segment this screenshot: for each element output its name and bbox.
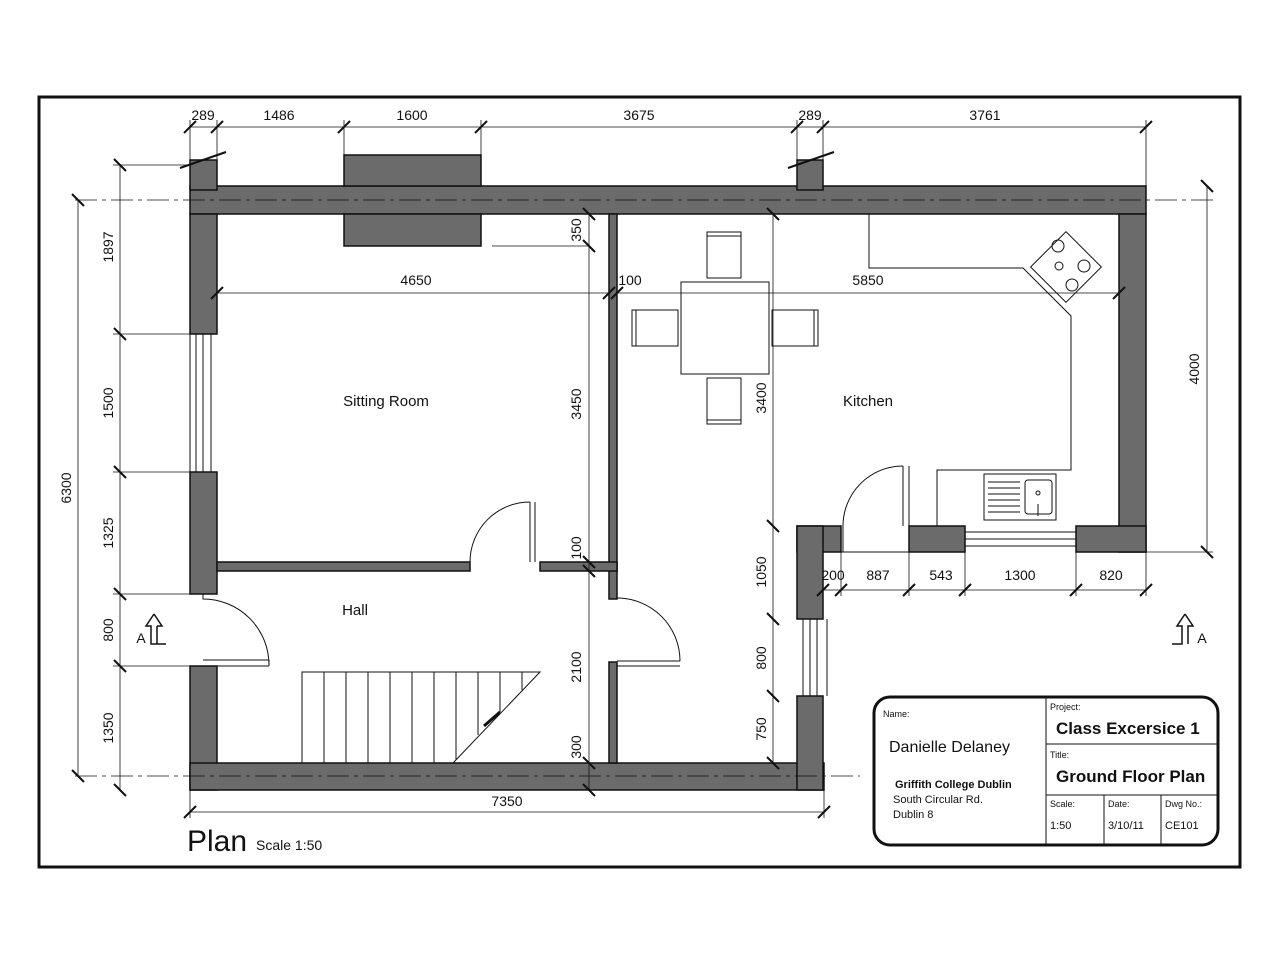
sink-icon	[983, 473, 1057, 521]
dim-kitchen-depth: 3400	[753, 382, 769, 413]
dim-left-2: 1500	[100, 387, 116, 418]
sheet-border	[37, 95, 1242, 869]
tb-title: Ground Floor Plan	[1056, 767, 1205, 786]
dim-top-1: 289	[191, 107, 215, 123]
dim-rear-wall: 300	[568, 735, 584, 759]
tb-address-1: South Circular Rd.	[893, 794, 983, 806]
section-marker-right	[1172, 613, 1195, 645]
tb-dwg-label: Dwg No.:	[1165, 799, 1202, 809]
dim-top-2: 1486	[263, 107, 294, 123]
doors	[202, 465, 910, 667]
tb-title-label: Title:	[1050, 750, 1069, 760]
section-label-left: A	[136, 630, 146, 646]
staircase	[301, 671, 542, 764]
room-label-kitchen: Kitchen	[843, 393, 893, 410]
dim-right-overall: 4000	[1186, 353, 1202, 384]
dim-top-6: 3761	[969, 107, 1000, 123]
dim-kb-5: 820	[1099, 567, 1123, 583]
dim-hall-depth: 2100	[568, 651, 584, 682]
dim-top-5: 289	[798, 107, 822, 123]
tb-project: Class Excersice 1	[1056, 719, 1200, 738]
dim-rear-750: 750	[753, 717, 769, 741]
dim-kb-3: 543	[929, 567, 953, 583]
dimension-lines	[71, 120, 1215, 819]
dim-top-4: 3675	[623, 107, 654, 123]
dim-partition: 100	[618, 272, 642, 288]
title-block: Name: Danielle Delaney Griffith College …	[872, 695, 1220, 847]
dim-kb-4: 1300	[1004, 567, 1035, 583]
hob-icon	[1029, 230, 1103, 304]
dim-top-3: 1600	[396, 107, 427, 123]
plan-title: Plan	[187, 825, 247, 858]
tb-name-label: Name:	[883, 709, 910, 719]
dim-left-4: 800	[100, 618, 116, 642]
plan-scale: Scale 1:50	[256, 837, 322, 853]
section-marker-left	[144, 613, 166, 645]
tb-address-2: Dublin 8	[893, 809, 933, 821]
section-label-right: A	[1197, 630, 1207, 646]
dimension-labels: 289 1486 1600 3675 289 3761 1897 1500 13…	[58, 107, 1202, 809]
tb-date-label: Date:	[1108, 799, 1130, 809]
room-label-hall: Hall	[342, 602, 368, 619]
tb-project-label: Project:	[1050, 702, 1081, 712]
tb-name: Danielle Delaney	[889, 739, 1010, 756]
walls	[189, 154, 1147, 791]
dim-kb-1: 200	[821, 567, 845, 583]
tb-college: Griffith College Dublin	[895, 779, 1012, 791]
tb-scale-label: Scale:	[1050, 799, 1075, 809]
windows	[189, 333, 1077, 697]
dim-bottom-overall: 7350	[491, 793, 522, 809]
dim-chimney-depth: 350	[568, 218, 584, 242]
dim-kitchen-width: 5850	[852, 272, 883, 288]
dim-kb-2: 887	[866, 567, 890, 583]
dim-sitting-width: 4650	[400, 272, 431, 288]
dim-sitting-depth: 3450	[568, 388, 584, 419]
dim-left-5: 1350	[100, 712, 116, 743]
dim-left-1: 1897	[100, 231, 116, 262]
kitchen-fittings	[631, 214, 1103, 526]
dim-left-3: 1325	[100, 517, 116, 548]
tb-scale: 1:50	[1050, 820, 1071, 832]
dim-hall-partition: 100	[568, 536, 584, 560]
tb-dwg: CE101	[1165, 820, 1199, 832]
dim-rear-1050: 1050	[753, 556, 769, 587]
dim-rear-800: 800	[753, 646, 769, 670]
room-label-sitting: Sitting Room	[343, 393, 429, 410]
dim-left-overall: 6300	[58, 472, 74, 503]
tb-date: 3/10/11	[1108, 820, 1144, 832]
dining-table	[631, 231, 819, 425]
